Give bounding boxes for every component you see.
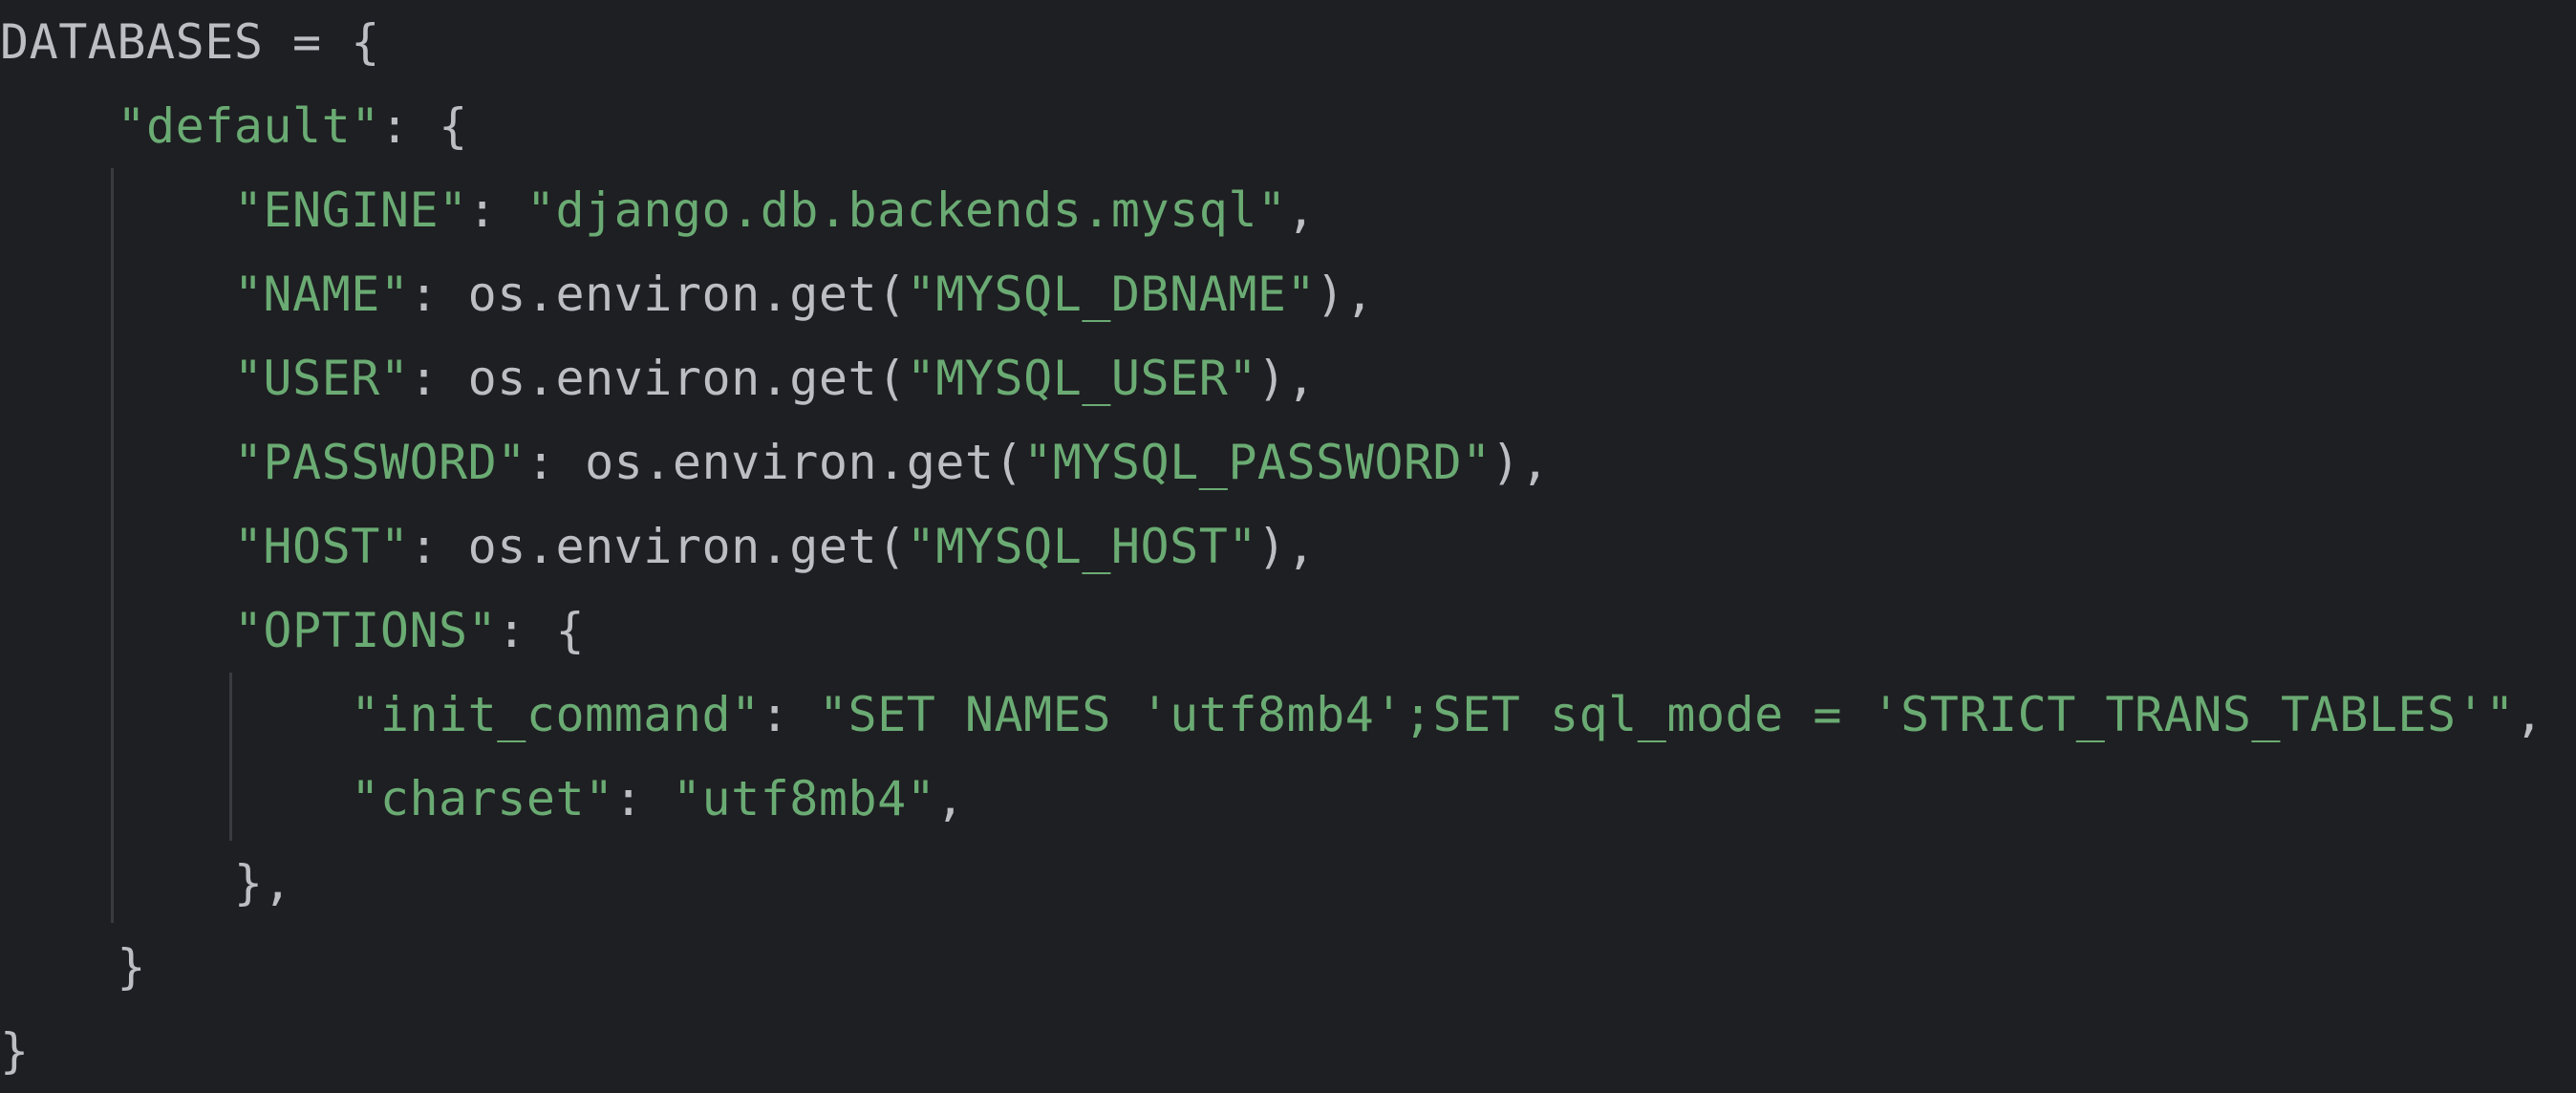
indent-guide-level-1 <box>111 168 114 923</box>
string-token: "utf8mb4" <box>672 771 936 826</box>
code-token: , <box>935 771 965 826</box>
code-token: DATABASES = { <box>0 14 380 70</box>
string-token: "MYSQL_DBNAME" <box>906 267 1317 322</box>
code-line[interactable]: "charset": "utf8mb4", <box>0 757 965 841</box>
code-line[interactable]: "USER": os.environ.get("MYSQL_USER"), <box>0 336 1316 420</box>
code-line[interactable]: }, <box>0 841 292 925</box>
code-token: : { <box>379 98 468 154</box>
string-token: "MYSQL_PASSWORD" <box>1023 435 1492 490</box>
string-token: "SET NAMES 'utf8mb4';SET sql_mode = 'STR… <box>818 687 2515 742</box>
code-token <box>0 182 234 238</box>
code-token: : { <box>497 603 586 658</box>
code-token <box>0 351 234 406</box>
string-token: "HOST" <box>233 519 410 574</box>
string-token: "PASSWORD" <box>233 435 526 490</box>
string-token: "OPTIONS" <box>233 603 498 658</box>
code-token <box>0 771 351 826</box>
string-token: "default" <box>117 98 380 154</box>
code-token: , <box>1286 182 1317 238</box>
string-token: "MYSQL_USER" <box>906 351 1257 406</box>
code-token: ), <box>1316 267 1375 322</box>
string-token: "MYSQL_HOST" <box>906 519 1257 574</box>
code-token <box>0 435 234 490</box>
code-line[interactable]: "init_command": "SET NAMES 'utf8mb4';SET… <box>0 673 2544 757</box>
code-line[interactable]: } <box>0 925 146 1009</box>
code-line[interactable]: "ENGINE": "django.db.backends.mysql", <box>0 168 1316 252</box>
string-token: "ENGINE" <box>233 182 468 238</box>
code-token: ), <box>1491 435 1550 490</box>
code-line[interactable]: "OPTIONS": { <box>0 589 585 673</box>
code-token: , <box>2514 687 2544 742</box>
code-token: : <box>613 771 673 826</box>
code-token: : os.environ.get( <box>409 519 907 574</box>
code-line[interactable]: "NAME": os.environ.get("MYSQL_DBNAME"), <box>0 252 1374 336</box>
string-token: "django.db.backends.mysql" <box>526 182 1287 238</box>
code-token <box>0 98 117 154</box>
code-token: ), <box>1256 519 1317 574</box>
code-line[interactable]: "default": { <box>0 84 468 168</box>
code-line[interactable]: DATABASES = { <box>0 0 380 84</box>
code-line[interactable]: "PASSWORD": os.environ.get("MYSQL_PASSWO… <box>0 420 1550 504</box>
indent-guide-level-2 <box>229 673 232 841</box>
code-token: : os.environ.get( <box>526 435 1024 490</box>
code-token <box>0 519 234 574</box>
code-token: } <box>0 939 147 995</box>
code-token: } <box>0 1023 30 1079</box>
code-token <box>0 267 234 322</box>
code-token <box>0 687 351 742</box>
code-token: : os.environ.get( <box>409 267 907 322</box>
code-line[interactable]: } <box>0 1009 30 1093</box>
code-token: : os.environ.get( <box>409 351 907 406</box>
string-token: "charset" <box>351 771 614 826</box>
code-token: }, <box>0 855 293 911</box>
code-token: ), <box>1256 351 1317 406</box>
string-token: "init_command" <box>351 687 761 742</box>
string-token: "USER" <box>233 351 410 406</box>
code-token: : <box>760 687 819 742</box>
code-token <box>0 603 234 658</box>
string-token: "NAME" <box>233 267 410 322</box>
code-token: : <box>467 182 526 238</box>
code-line[interactable]: "HOST": os.environ.get("MYSQL_HOST"), <box>0 504 1316 589</box>
